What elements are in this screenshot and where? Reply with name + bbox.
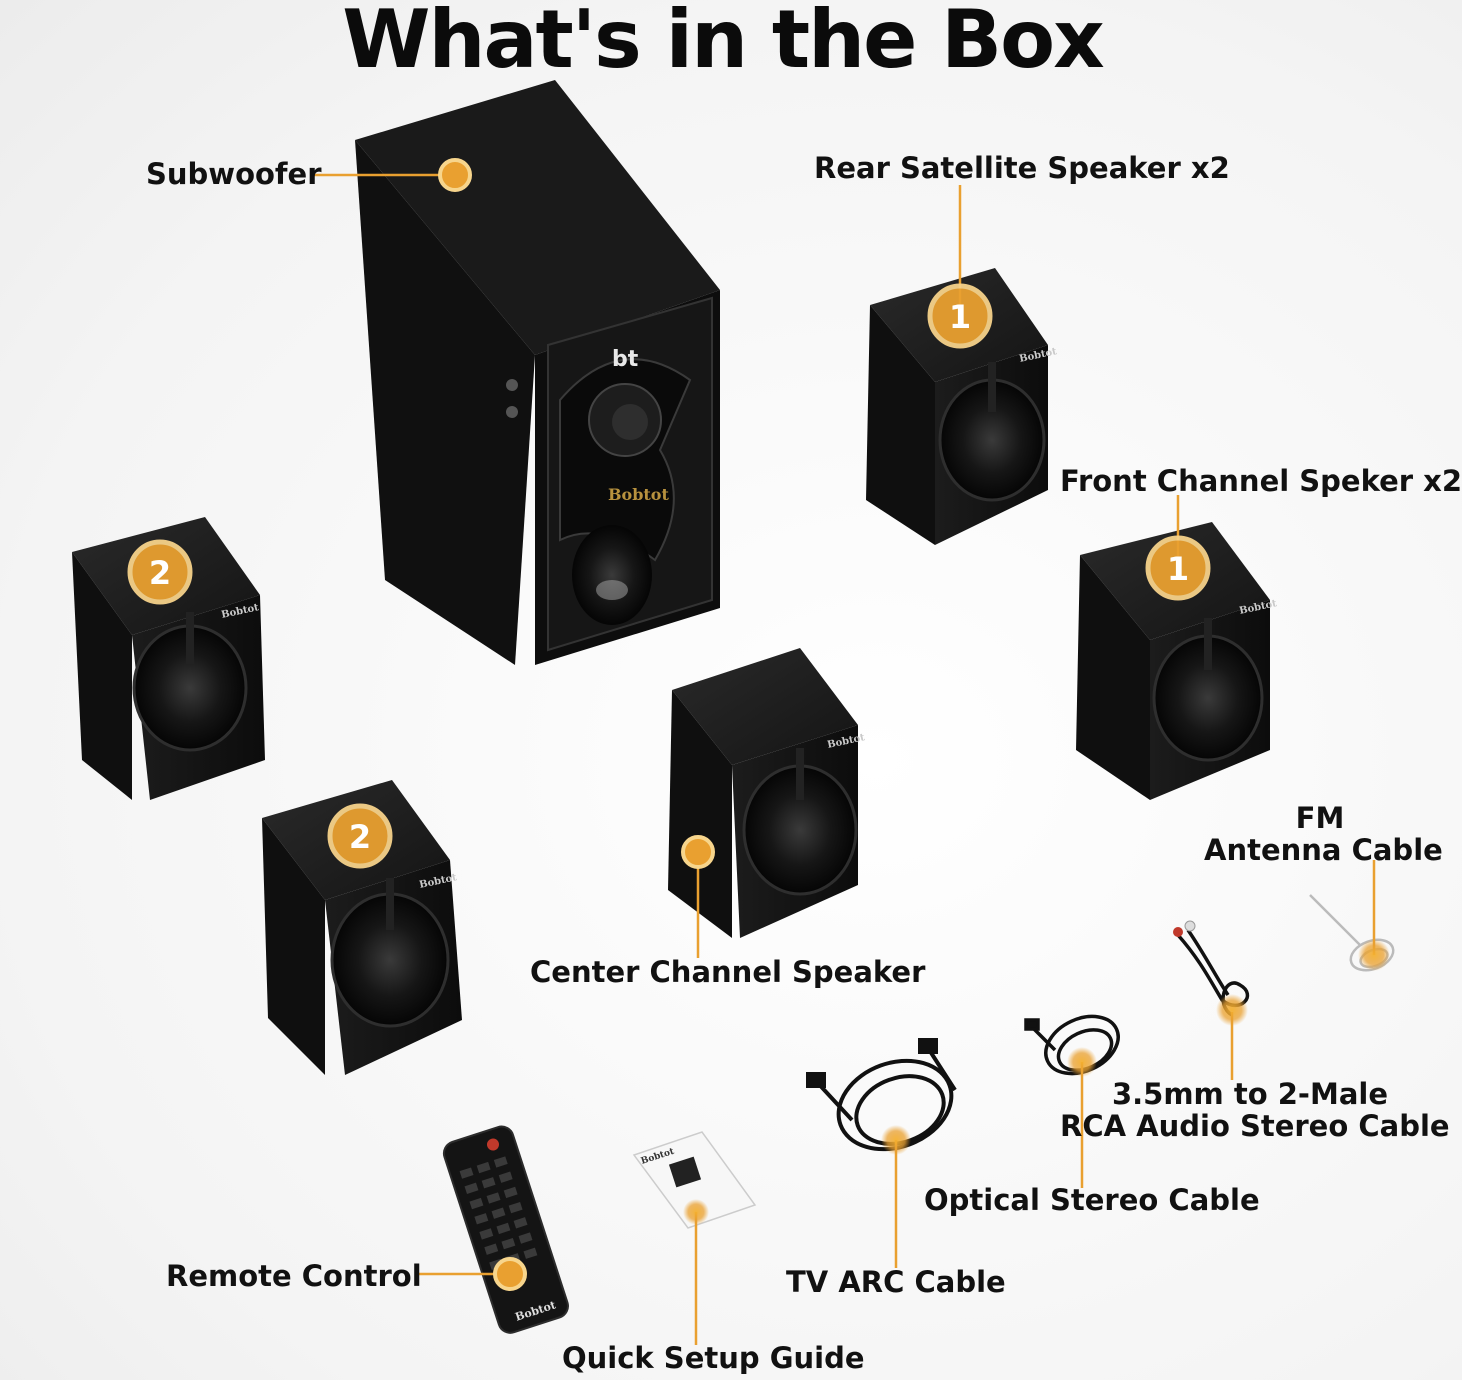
badge-front-1: 1: [1145, 535, 1211, 601]
display-text: bt: [612, 347, 639, 372]
remote-control-image: Bobtot: [442, 1125, 569, 1334]
svg-text:1: 1: [1167, 550, 1189, 588]
label-front-channel: Front Channel Speker x2: [1060, 464, 1462, 498]
badge-rear-1: 1: [927, 283, 993, 349]
badge-left-top-2: 2: [127, 539, 193, 605]
center-channel-speaker-image: Bobtot: [668, 648, 866, 938]
left-surround-speaker-image: Bobtot: [72, 517, 265, 800]
label-quick-setup-guide: Quick Setup Guide: [562, 1341, 865, 1375]
label-rca-cable: 3.5mm to 2-Male RCA Audio Stereo Cable: [1060, 1077, 1450, 1143]
svg-text:2: 2: [149, 554, 171, 592]
subwoofer-image: bt Bobtot: [355, 80, 720, 665]
label-tv-arc-cable: TV ARC Cable: [786, 1265, 1006, 1299]
quick-setup-guide-image: Bobtot: [632, 1131, 757, 1229]
label-center-channel: Center Channel Speaker: [530, 955, 926, 989]
svg-text:1: 1: [949, 298, 971, 336]
label-fm-antenna: FM Antenna Cable: [1204, 801, 1443, 867]
page-title: What's in the Box: [342, 0, 1104, 86]
svg-text:2: 2: [349, 818, 371, 856]
badge-left-bottom-2: 2: [327, 803, 393, 869]
label-subwoofer: Subwoofer: [146, 157, 322, 191]
brand-logo: Bobtot: [608, 485, 669, 504]
label-rear-satellite: Rear Satellite Speaker x2: [814, 151, 1230, 185]
accent-dots: [438, 158, 1390, 1291]
tv-arc-cable-image: [806, 1038, 957, 1152]
label-remote-control: Remote Control: [166, 1259, 422, 1293]
label-optical-cable: Optical Stereo Cable: [924, 1183, 1260, 1217]
